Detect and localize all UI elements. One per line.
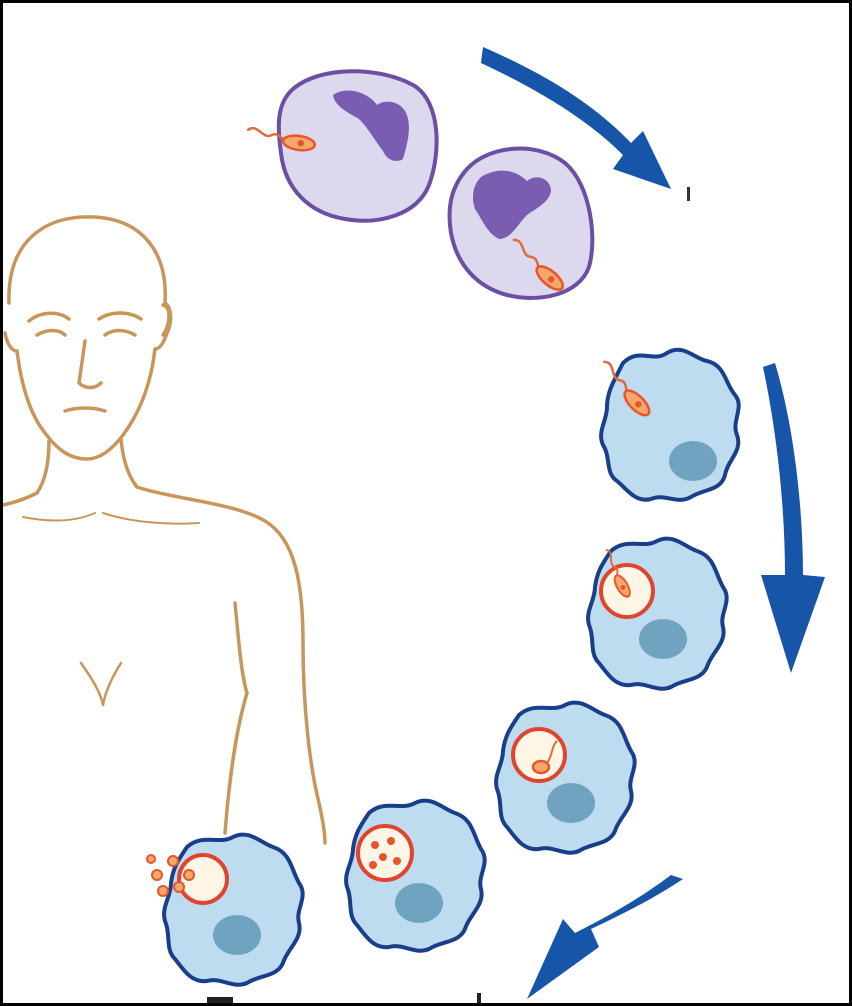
- parasitophorous-vacuole: [513, 729, 565, 781]
- macrophage-nucleus: [213, 915, 261, 955]
- human-left-eye: [37, 331, 65, 336]
- amastigote-parasite-icon: [533, 761, 549, 773]
- macrophage-2: [588, 539, 727, 689]
- macrophage-1: [595, 350, 739, 500]
- human-chest-line: [81, 663, 121, 705]
- curved-arrow-icon: [527, 875, 683, 999]
- curved-arrow-icon: [761, 363, 825, 673]
- human-right-shoulder-arm: [137, 487, 325, 843]
- macrophage-nucleus: [395, 883, 443, 923]
- macrophage-nucleus: [639, 619, 687, 659]
- macrophage-nucleus: [547, 783, 595, 823]
- human-torso-side: [235, 603, 247, 693]
- cropped-mark: [207, 997, 233, 1003]
- macrophage-nucleus: [669, 441, 717, 481]
- human-head-outline: [5, 217, 171, 459]
- macrophage-5: [147, 835, 303, 985]
- cropped-mark: [477, 993, 481, 1003]
- infection-cycle-diagram: [3, 3, 849, 1003]
- human-left-eyebrow: [29, 313, 69, 321]
- human-collarbone: [23, 513, 199, 524]
- macrophage-cell-icon: [164, 835, 303, 985]
- macrophage-cell-icon: [496, 703, 635, 853]
- curved-arrow-3: [527, 875, 683, 999]
- neutrophil-2: [450, 149, 593, 298]
- diagram-canvas: [3, 3, 849, 1003]
- human-left-shoulder: [3, 493, 37, 505]
- neutrophil-1: [246, 71, 436, 220]
- macrophage-4: [346, 801, 485, 951]
- macrophage-cell-icon: [601, 350, 739, 500]
- macrophage-cell-icon: [588, 539, 727, 689]
- human-mouth: [65, 408, 105, 411]
- human-nose: [79, 341, 101, 388]
- human-figure-icon: [3, 217, 325, 843]
- parasitophorous-vacuole-ruptured: [147, 855, 227, 903]
- macrophage-3: [496, 703, 635, 853]
- human-inner-arm: [225, 693, 247, 833]
- human-neck-left: [37, 441, 49, 493]
- macrophage-cell-icon: [346, 801, 485, 951]
- parasitophorous-vacuole: [358, 826, 412, 880]
- curved-arrow-2: [761, 363, 825, 673]
- cropped-mark: [687, 187, 690, 201]
- human-right-eyebrow: [99, 313, 141, 319]
- neutrophil-cell-icon: [450, 149, 593, 298]
- human-neck-right: [121, 439, 137, 487]
- human-right-eye: [105, 331, 135, 336]
